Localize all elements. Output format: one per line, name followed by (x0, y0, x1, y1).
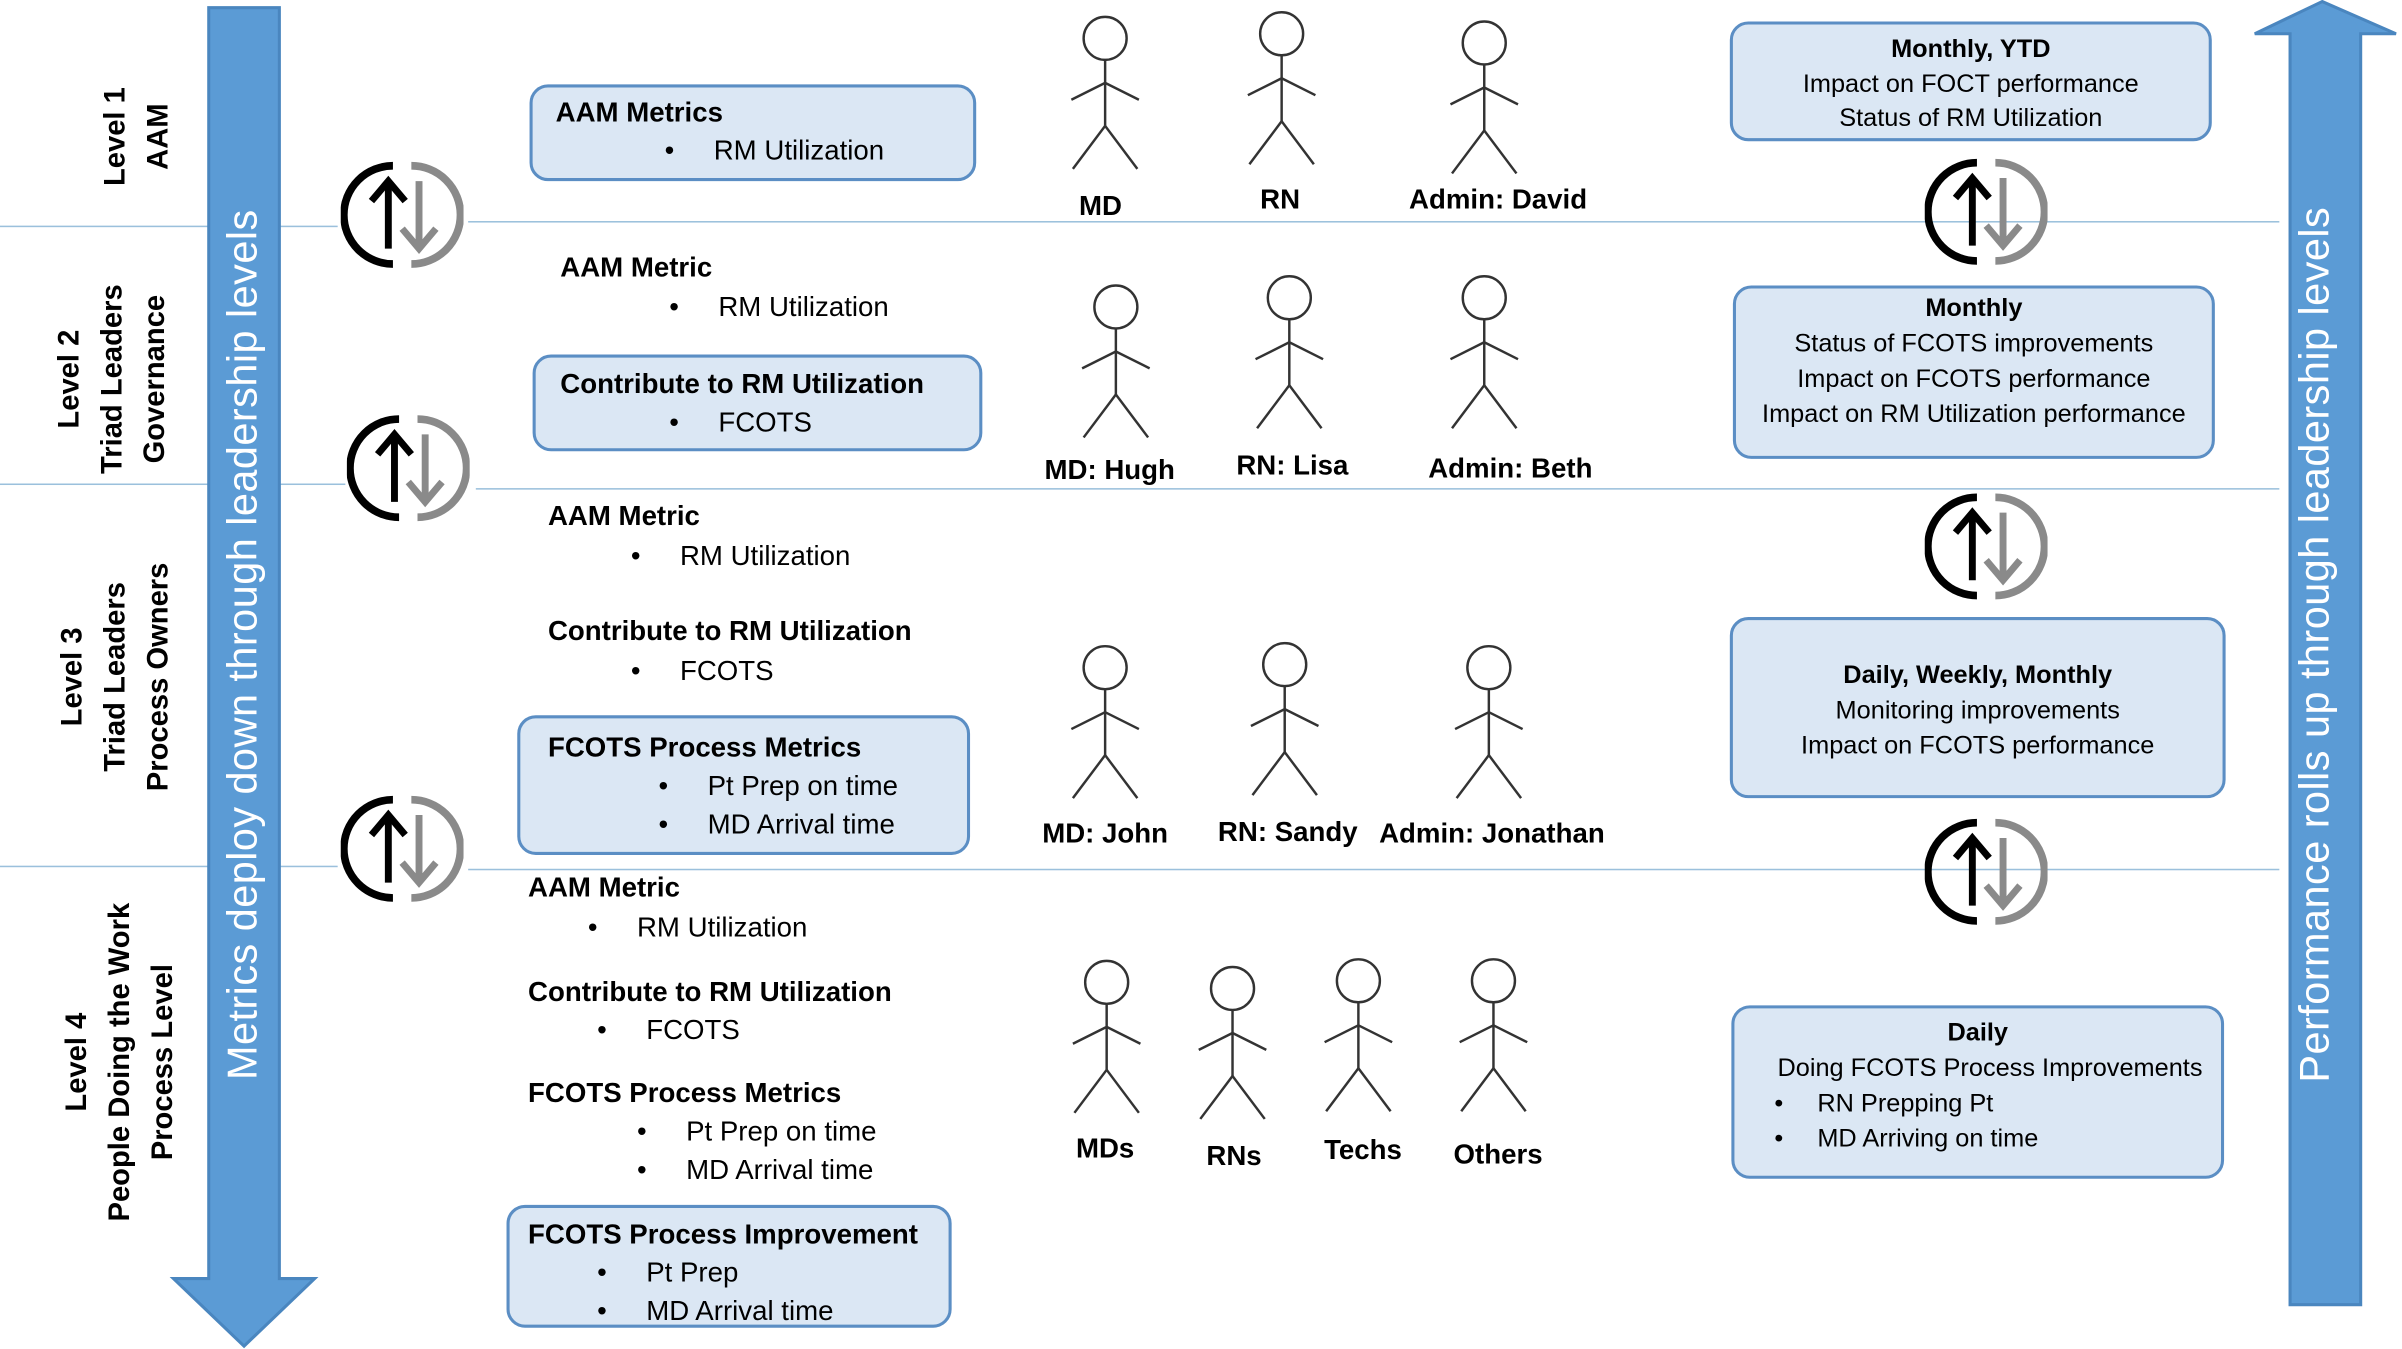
stick-figure-icon (1324, 958, 1393, 1113)
person-label: MDs (1075, 1132, 1135, 1164)
up-down-cycle-icon (340, 161, 464, 268)
person-label: MD: Hugh (1044, 454, 1175, 486)
l2-contrib-item: FCOTS (669, 405, 812, 439)
l3-reporting-box: Daily, Weekly, Monthly Monitoring improv… (1729, 617, 2226, 799)
level-divider (468, 868, 2280, 871)
l1-metrics-item: RM Utilization (665, 134, 885, 168)
stick-figure-icon (1247, 11, 1316, 165)
person-label: Admin: Beth (1428, 452, 1593, 484)
stick-figure-icon (1254, 275, 1324, 429)
l3-aam-title: AAM Metric (547, 500, 700, 532)
level-divider (475, 488, 2280, 490)
stick-figure-icon (1072, 959, 1141, 1114)
stick-figure-icon (1081, 284, 1151, 439)
stick-figure-icon (1070, 644, 1140, 799)
stick-figure-icon (1454, 644, 1524, 799)
level-divider (0, 225, 338, 228)
person-label: Admin: Jonathan (1379, 818, 1605, 849)
level-4-label: Level 4 People Doing the Work Process Le… (61, 902, 180, 1222)
l4-contrib-item: FCOTS (597, 1013, 740, 1047)
l2-reporting-box: Monthly Status of FCOTS improvements Imp… (1732, 285, 2215, 459)
up-down-cycle-icon (346, 415, 470, 522)
l4-improvement-item: MD Arrival time (597, 1294, 833, 1328)
l4-improvement-title: FCOTS Process Improvement (528, 1218, 918, 1250)
l4-aam-title: AAM Metric (528, 871, 680, 903)
rollup-up-arrow (2254, 0, 2397, 1307)
deploy-down-arrow (169, 6, 319, 1349)
stick-figure-icon (1449, 20, 1519, 175)
person-label: MD (1079, 190, 1123, 222)
l2-contrib-title: Contribute to RM Utilization (560, 368, 924, 400)
up-down-cycle-icon (1924, 818, 2048, 925)
stick-figure-icon (1250, 641, 1320, 796)
l3-process-item: Pt Prep on time (658, 769, 898, 803)
l4-aam-item: RM Utilization (588, 910, 808, 944)
stick-figure-icon (1459, 958, 1528, 1113)
l2-aam-title: AAM Metric (560, 251, 713, 283)
l3-contrib-item: FCOTS (631, 654, 774, 688)
l3-aam-item: RM Utilization (631, 539, 851, 573)
up-down-cycle-icon (1924, 493, 2048, 600)
l4-process-item: MD Arrival time (637, 1153, 873, 1187)
level-3-label: Level 3 Triad Leaders Process Owners (56, 562, 175, 792)
level-divider (0, 483, 346, 486)
person-label: MD: John (1042, 818, 1169, 849)
up-down-cycle-icon (340, 795, 464, 902)
l3-process-item: MD Arrival time (658, 807, 894, 841)
stick-figure-icon (1070, 15, 1140, 170)
deploy-arrow-label: Metrics deploy down through leadership l… (219, 209, 266, 1081)
up-down-cycle-icon (1924, 158, 2048, 265)
person-label: Techs (1324, 1134, 1402, 1165)
person-label: Others (1453, 1138, 1543, 1170)
l4-improvement-item: Pt Prep (597, 1256, 738, 1290)
l1-reporting-box: Monthly, YTD Impact on FOCT performance … (1729, 21, 2212, 142)
person-label: RN: Sandy (1217, 816, 1358, 848)
l4-process-item: Pt Prep on time (637, 1114, 877, 1148)
person-label: Admin: David (1409, 184, 1588, 215)
rollup-arrow-label: Performance rolls up through leadership … (2291, 206, 2338, 1083)
stick-figure-icon (1449, 275, 1519, 429)
level-2-label: Level 2 Triad Leaders Governance (53, 284, 172, 474)
l2-aam-item: RM Utilization (669, 290, 889, 324)
stick-figure-icon (1198, 965, 1267, 1120)
person-label: RNs (1206, 1140, 1262, 1172)
person-label: RN: Lisa (1236, 449, 1349, 481)
l4-process-title: FCOTS Process Metrics (528, 1077, 842, 1109)
level-1-label: Level 1 AAM (99, 87, 175, 187)
l4-reporting-box: Daily Doing FCOTS Process Improvements R… (1731, 1005, 2225, 1179)
l4-contrib-title: Contribute to RM Utilization (528, 976, 892, 1007)
level-divider (0, 865, 338, 868)
person-label: RN (1260, 184, 1301, 215)
l3-contrib-title: Contribute to RM Utilization (547, 615, 912, 647)
l1-metrics-title: AAM Metrics (555, 96, 723, 128)
level-divider (468, 221, 2280, 223)
l3-process-title: FCOTS Process Metrics (547, 732, 862, 763)
